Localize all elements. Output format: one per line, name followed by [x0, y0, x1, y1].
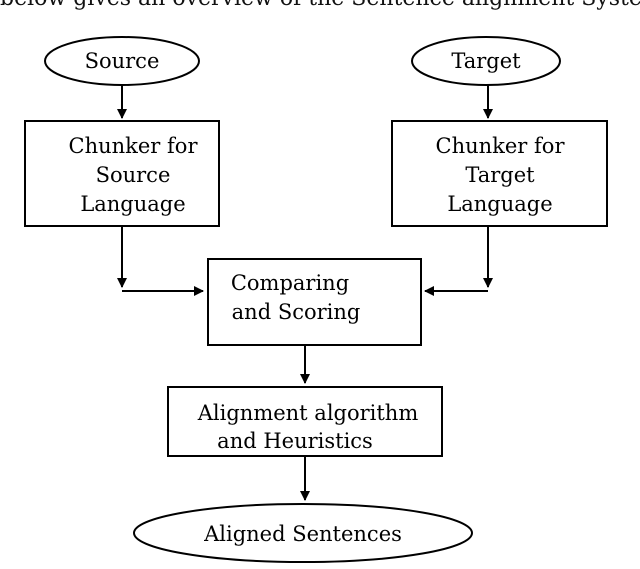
chunker-source-node: Chunker for Source Language: [24, 120, 220, 227]
target-label: Target: [451, 49, 521, 73]
header-text-fragment: below gives an overview of the Sentence …: [0, 0, 640, 11]
alignment-node: Alignment algorithm and Heuristics: [167, 386, 443, 457]
chunker-source-line-2: Source: [96, 163, 171, 187]
aligned-sentences-node: Aligned Sentences: [133, 503, 473, 563]
chunker-target-line-2: Target: [465, 163, 535, 187]
alignment-line-1: Alignment algorithm: [197, 401, 419, 425]
aligned-sentences-label: Aligned Sentences: [203, 522, 402, 546]
chunker-source-line-3: Language: [80, 192, 185, 216]
chunker-target-line-1: Chunker for: [436, 134, 566, 158]
source-node: Source: [44, 36, 200, 86]
comparing-line-2: and Scoring: [232, 300, 361, 324]
chunker-target-node: Chunker for Target Language: [391, 120, 608, 227]
comparing-node: Comparing and Scoring: [207, 258, 422, 346]
target-node: Target: [411, 36, 561, 86]
chunker-source-line-1: Chunker for: [69, 134, 199, 158]
alignment-line-2: and Heuristics: [217, 429, 373, 453]
source-label: Source: [85, 49, 160, 73]
comparing-line-1: Comparing: [231, 271, 349, 295]
chunker-target-line-3: Language: [447, 192, 552, 216]
